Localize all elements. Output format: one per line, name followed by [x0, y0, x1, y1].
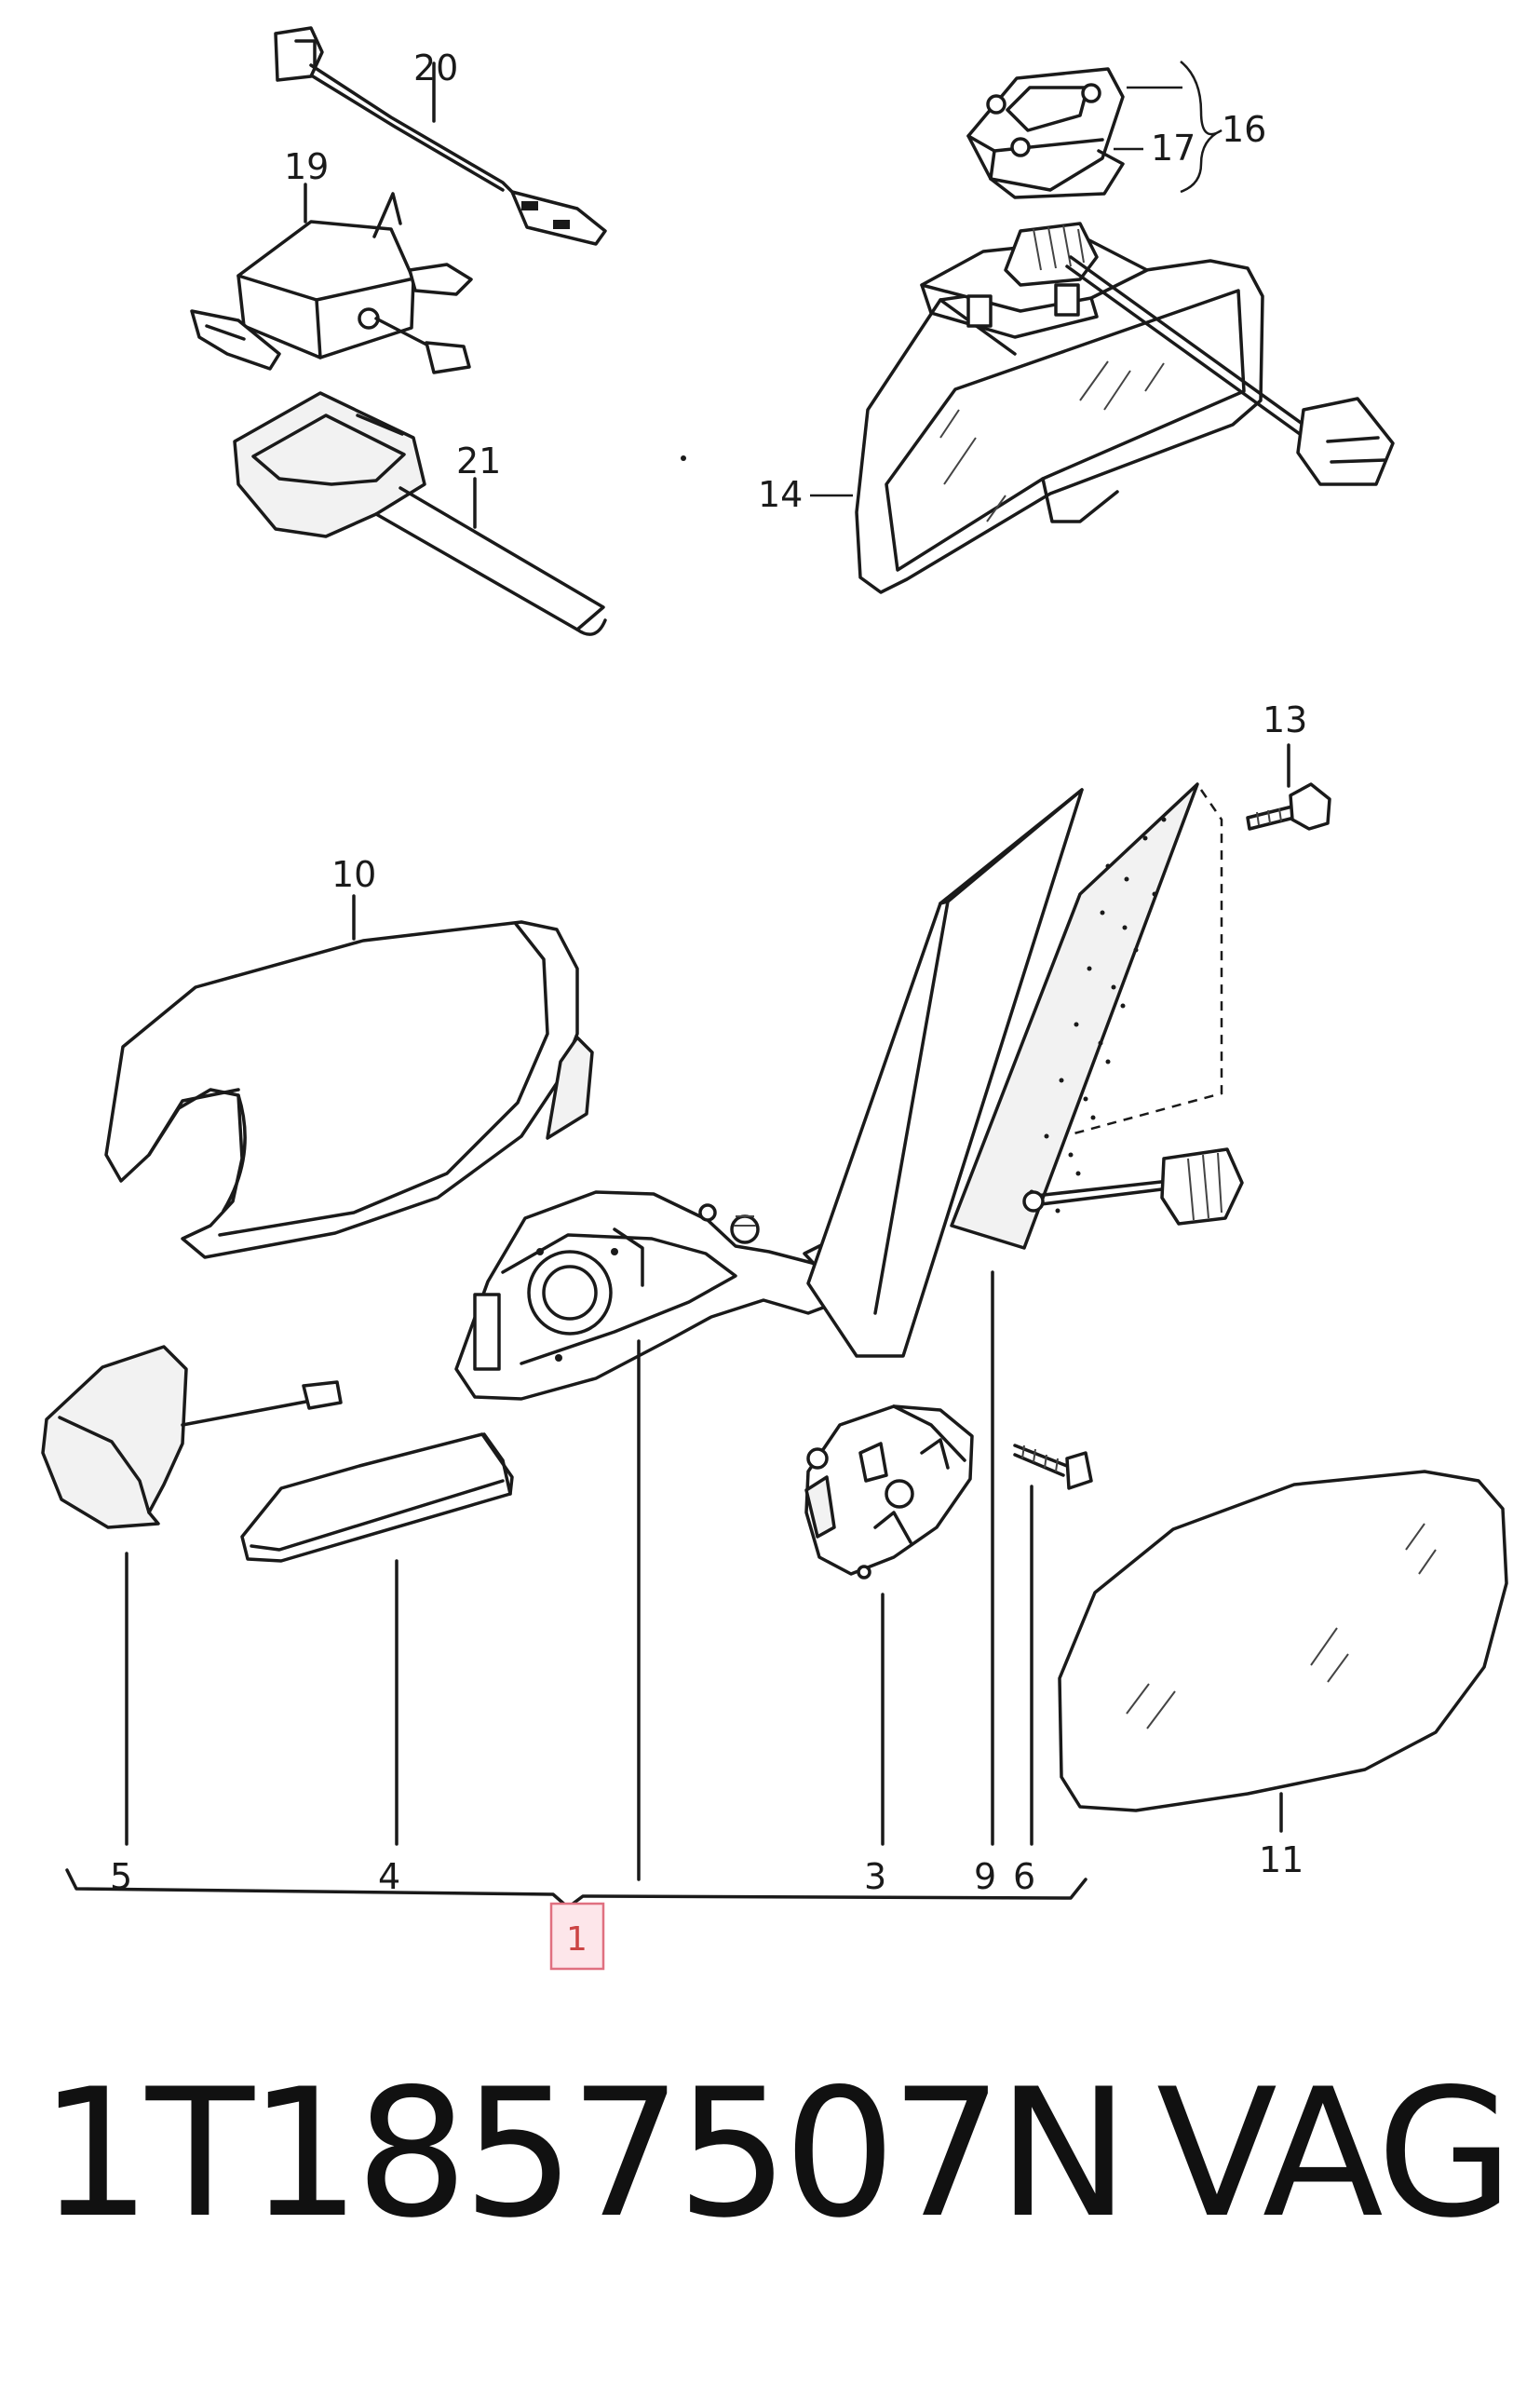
callout-21: 21 — [456, 441, 501, 481]
part-10-mirror-housing — [104, 894, 594, 1259]
callout-4: 4 — [378, 1856, 400, 1897]
part-21-cable-cover — [233, 391, 607, 636]
part-4-trim — [240, 1432, 514, 1846]
part-9-heating-plate — [806, 782, 1244, 1846]
part-3-motor — [804, 1404, 974, 1846]
callout-11: 11 — [1259, 1839, 1304, 1880]
callout-1: 1 — [566, 1920, 588, 1959]
part-11-mirror-glass — [1058, 1470, 1508, 1833]
callout-10: 10 — [331, 854, 376, 895]
callout-19: 19 — [284, 146, 329, 187]
callout-14: 14 — [758, 474, 803, 515]
callout-1-highlight — [549, 1902, 605, 1971]
callout-16: 16 — [1222, 109, 1266, 150]
part-number: 1T1857507N — [39, 2051, 1129, 2257]
callout-9: 9 — [974, 1856, 996, 1897]
callout-17: 17 — [1151, 128, 1196, 169]
part-5-cap — [41, 1345, 343, 1846]
part-19-sensor-box — [190, 183, 473, 374]
callout-13: 13 — [1263, 699, 1307, 740]
part-14-rearview-mirror — [810, 222, 1395, 594]
callout-20: 20 — [413, 47, 458, 88]
part-20-cable — [274, 26, 607, 246]
callout-6: 6 — [1013, 1856, 1035, 1897]
part-1-mirror-bracket — [454, 1190, 862, 1881]
part-6-screw — [1013, 1444, 1093, 1846]
callout-3: 3 — [864, 1856, 886, 1897]
assembly-bracket: 1 — [65, 1868, 1087, 1971]
brand-name: VAG — [1156, 2051, 1514, 2257]
part-13-bolt — [1246, 743, 1331, 831]
part-16-17-mount — [966, 61, 1223, 199]
